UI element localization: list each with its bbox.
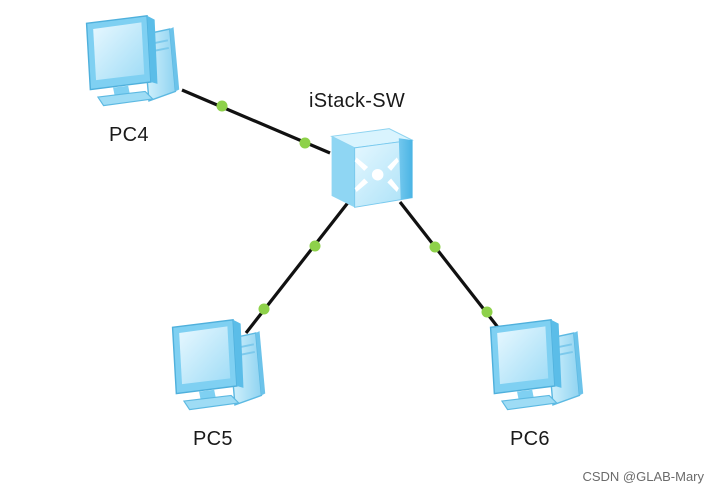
port-indicator xyxy=(258,303,270,315)
watermark: CSDN @GLAB-Mary xyxy=(582,469,704,484)
pc6-icon[interactable] xyxy=(489,318,585,411)
pc6-label: PC6 xyxy=(510,428,550,450)
port-indicator xyxy=(481,306,493,318)
port-indicator xyxy=(216,100,228,112)
switch-icon[interactable] xyxy=(331,128,413,208)
pc4-label: PC4 xyxy=(109,124,149,146)
switch-label: iStack-SW xyxy=(309,90,406,112)
port-indicator xyxy=(429,241,441,253)
link-switch-pc6 xyxy=(398,201,502,331)
port-indicator xyxy=(309,240,321,252)
link-pc4-switch xyxy=(181,88,331,155)
pc4-icon[interactable] xyxy=(85,14,181,107)
link-switch-pc5 xyxy=(244,199,352,334)
port-indicator xyxy=(299,137,311,149)
pc5-label: PC5 xyxy=(193,428,233,450)
pc5-icon[interactable] xyxy=(171,318,267,411)
